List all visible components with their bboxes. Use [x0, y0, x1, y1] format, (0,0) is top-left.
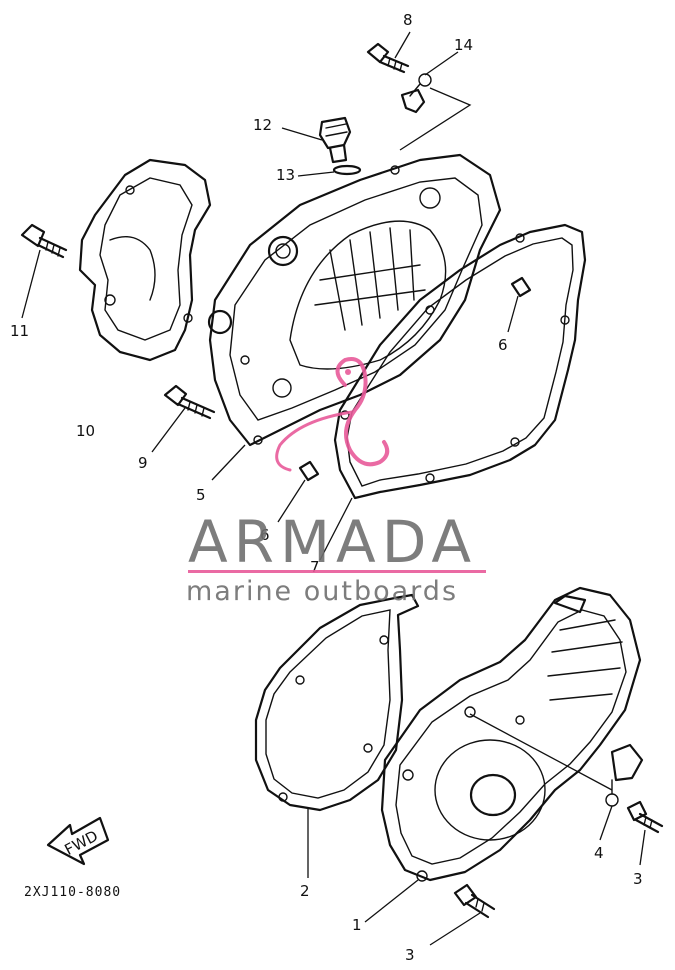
part-7-gasket: [319, 223, 587, 561]
watermark-tagline: marine outboards: [186, 576, 458, 607]
part-6-dowel-pin-lower: [277, 460, 320, 523]
part-2-gasket: [254, 593, 420, 878]
part-5-crankcase-cover: [207, 153, 502, 481]
part-4-clamp: [599, 743, 644, 841]
callout-10: 10: [76, 422, 95, 440]
part-9-bolt: [151, 384, 216, 453]
callout-7: 7: [310, 558, 320, 576]
drawing-code: 2XJ110-8080: [24, 885, 121, 900]
callout-2: 2: [300, 882, 310, 900]
callout-4: 4: [594, 844, 604, 862]
fwd-arrow-icon: FWD: [46, 816, 110, 866]
watermark-brand: ARMADA: [188, 508, 477, 576]
callout-9: 9: [138, 454, 148, 472]
part-6-dowel-pin-upper: [507, 276, 532, 333]
part-3-bolt-lower: [429, 883, 496, 946]
part-8-bolt: [366, 31, 411, 74]
callout-5: 5: [196, 486, 206, 504]
part-10-cover: [78, 158, 212, 362]
part-3-bolt-right: [626, 800, 664, 866]
part-1-generator-cover: [364, 586, 642, 923]
callout-1: 1: [352, 916, 362, 934]
part-11-bolt: [20, 223, 68, 319]
callout-14: 14: [454, 36, 473, 54]
callout-3-lower: 3: [405, 946, 415, 964]
callout-6-lower: 6: [260, 526, 270, 544]
callout-6-upper: 6: [498, 336, 508, 354]
part-13-o-ring: [297, 164, 362, 177]
callout-13: 13: [276, 166, 295, 184]
callout-8: 8: [403, 11, 413, 29]
seahorse-logo-icon: [275, 357, 390, 472]
part-14-clamp: [399, 51, 472, 151]
part-12-filler-plug: [281, 116, 352, 164]
callout-12: 12: [253, 116, 272, 134]
callout-11: 11: [10, 322, 29, 340]
armada-watermark: ARMADA marine outboards: [186, 357, 486, 607]
callout-3-right: 3: [633, 870, 643, 888]
watermark-rule: [188, 570, 486, 573]
